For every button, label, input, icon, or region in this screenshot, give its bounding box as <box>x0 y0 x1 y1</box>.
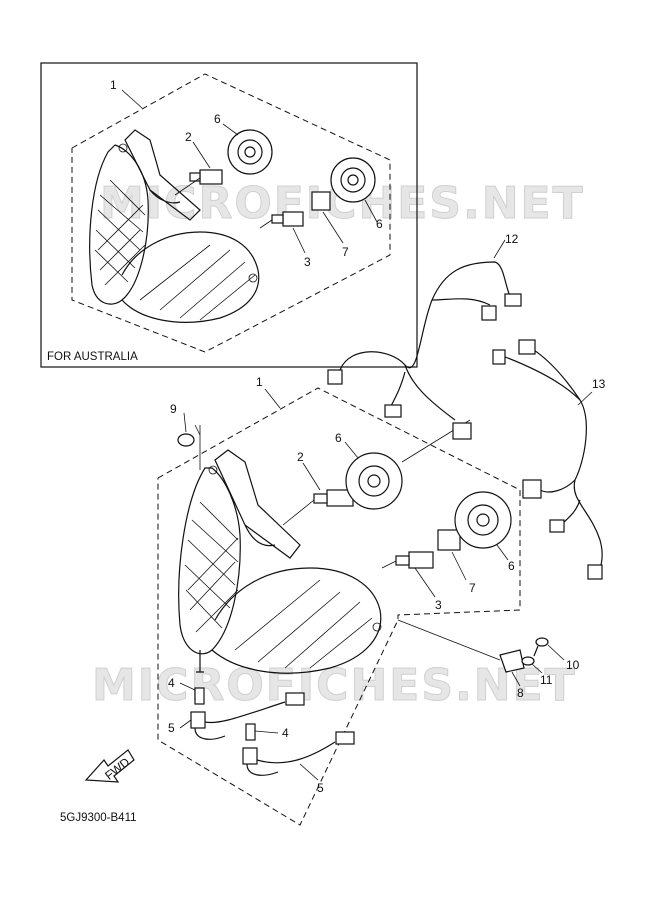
callout-main-5a: 5 <box>168 721 175 735</box>
callout-inset-6b: 6 <box>376 217 383 231</box>
main-assembly <box>157 387 565 826</box>
watermark-bottom: MICROFICHES.NET <box>92 660 577 711</box>
main-headlight-housing <box>178 449 382 674</box>
callout-main-10: 10 <box>566 658 580 672</box>
washer-11 <box>521 656 535 666</box>
main-bulb-3 <box>381 551 434 569</box>
inset-assembly-outline <box>71 73 391 353</box>
callout-main-4a: 4 <box>168 676 175 690</box>
callout-inset-1: 1 <box>110 78 117 92</box>
inset-frame <box>40 62 418 368</box>
harness-5a <box>190 692 305 740</box>
screw-10 <box>533 637 549 657</box>
inset-headlight-housing <box>89 129 260 323</box>
main-assembly-outline <box>157 387 521 826</box>
callout-main-11: 11 <box>540 673 553 687</box>
callout-main-5b: 5 <box>317 781 324 795</box>
callout-inset-2: 2 <box>185 130 192 144</box>
callout-inset-6a: 6 <box>214 112 221 126</box>
callout-main-4b: 4 <box>282 726 289 740</box>
callout-main-2: 2 <box>297 450 304 464</box>
bracket-8 <box>397 619 525 673</box>
harness-5b <box>242 731 355 776</box>
callout-main-9: 9 <box>170 402 177 416</box>
callout-main-6b: 6 <box>508 559 515 573</box>
callout-main-13: 13 <box>592 377 606 391</box>
inset-socket-7 <box>311 191 331 211</box>
inset-cover-6b <box>330 157 376 203</box>
main-bulb-2 <box>282 489 354 526</box>
callout-main-7: 7 <box>469 581 476 595</box>
inset-caption: FOR AUSTRALIA <box>47 351 138 363</box>
wire-harness-13 <box>492 339 603 580</box>
fwd-arrow-icon: FWD <box>84 749 135 783</box>
part-code: 5GJ9300-B411 <box>60 812 137 824</box>
callout-inset-7: 7 <box>342 245 349 259</box>
callout-main-1: 1 <box>256 375 263 389</box>
callout-main-3: 3 <box>435 598 442 612</box>
main-cover-6a <box>345 419 471 510</box>
main-socket-7 <box>437 529 461 551</box>
callout-main-8: 8 <box>517 686 524 700</box>
inset-bulb-3 <box>259 211 304 229</box>
callout-inset-3: 3 <box>304 255 311 269</box>
callout-main-12: 12 <box>505 232 519 246</box>
adjuster-4b <box>245 723 256 741</box>
wire-harness-12 <box>327 239 522 440</box>
adjuster-4a <box>194 687 205 705</box>
inset-bulb-2 <box>174 169 223 196</box>
australia-inset: 1 2 6 3 7 6 FOR AUSTRALIA <box>40 62 418 368</box>
callout-main-6a: 6 <box>335 431 342 445</box>
main-cover-6b <box>454 491 512 549</box>
grommet-9 <box>177 424 201 470</box>
inset-cover-6a <box>227 129 273 175</box>
